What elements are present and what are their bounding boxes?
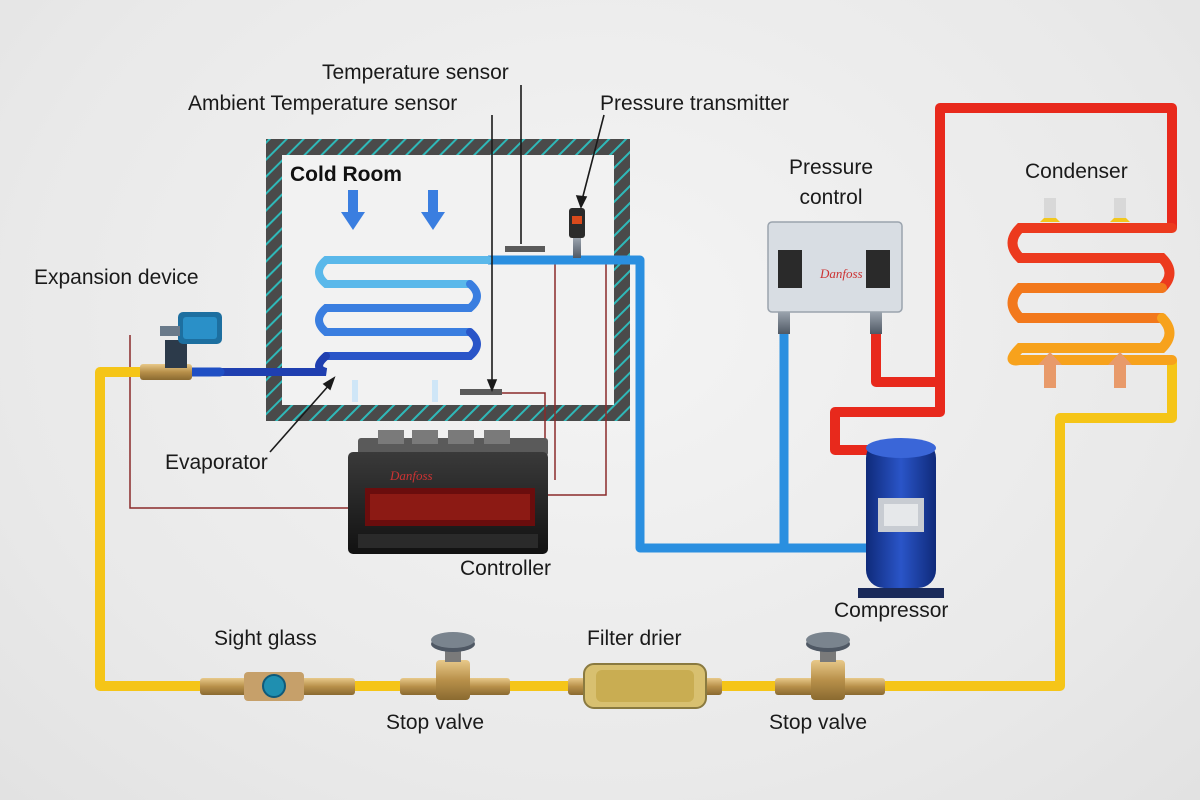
suction-line [488,255,868,553]
solenoid-valve-icon [140,312,222,380]
label-pressure-transmitter: Pressure transmitter [600,92,789,115]
stop-valve-icon-right [775,632,885,700]
svg-text:Danfoss: Danfoss [819,266,863,281]
temperature-sensor-probe [505,246,545,252]
label-expansion-device: Expansion device [34,266,199,289]
ambient-sensor-probe [460,389,502,395]
stop-valve-icon-left [400,632,510,700]
label-sight-glass: Sight glass [214,627,317,650]
svg-text:Danfoss: Danfoss [389,468,433,483]
label-compressor: Compressor [834,599,948,622]
label-stop-valve-right: Stop valve [769,711,867,734]
evaporator-coil [185,190,492,402]
label-pointers [269,85,605,453]
label-pressure-control-1: Pressure [789,156,873,179]
pressure-switch-icon: Danfoss [767,221,903,334]
label-stop-valve-left: Stop valve [386,711,484,734]
pressure-transmitter-icon [569,208,585,258]
label-ambient-temperature-sensor: Ambient Temperature sensor [188,92,457,115]
label-condenser: Condenser [1025,160,1128,183]
cold-air-arrows [341,190,445,402]
discharge-line [830,103,1177,455]
label-pressure-control-2: control [799,186,862,209]
label-temperature-sensor: Temperature sensor [322,61,509,84]
sight-glass-icon [200,672,355,701]
label-evaporator: Evaporator [165,451,268,474]
air-flow-arrows [1038,198,1132,388]
label-cold-room: Cold Room [290,163,402,186]
condenser-coil [1007,198,1177,388]
controller-display-icon: Danfoss [348,430,548,554]
scroll-compressor-icon [858,438,944,598]
filter-drier-icon [568,663,722,709]
label-filter-drier: Filter drier [587,627,682,650]
liquid-line [95,360,1177,691]
labels: Temperature sensor Ambient Temperature s… [34,61,1128,734]
label-controller: Controller [460,557,551,580]
